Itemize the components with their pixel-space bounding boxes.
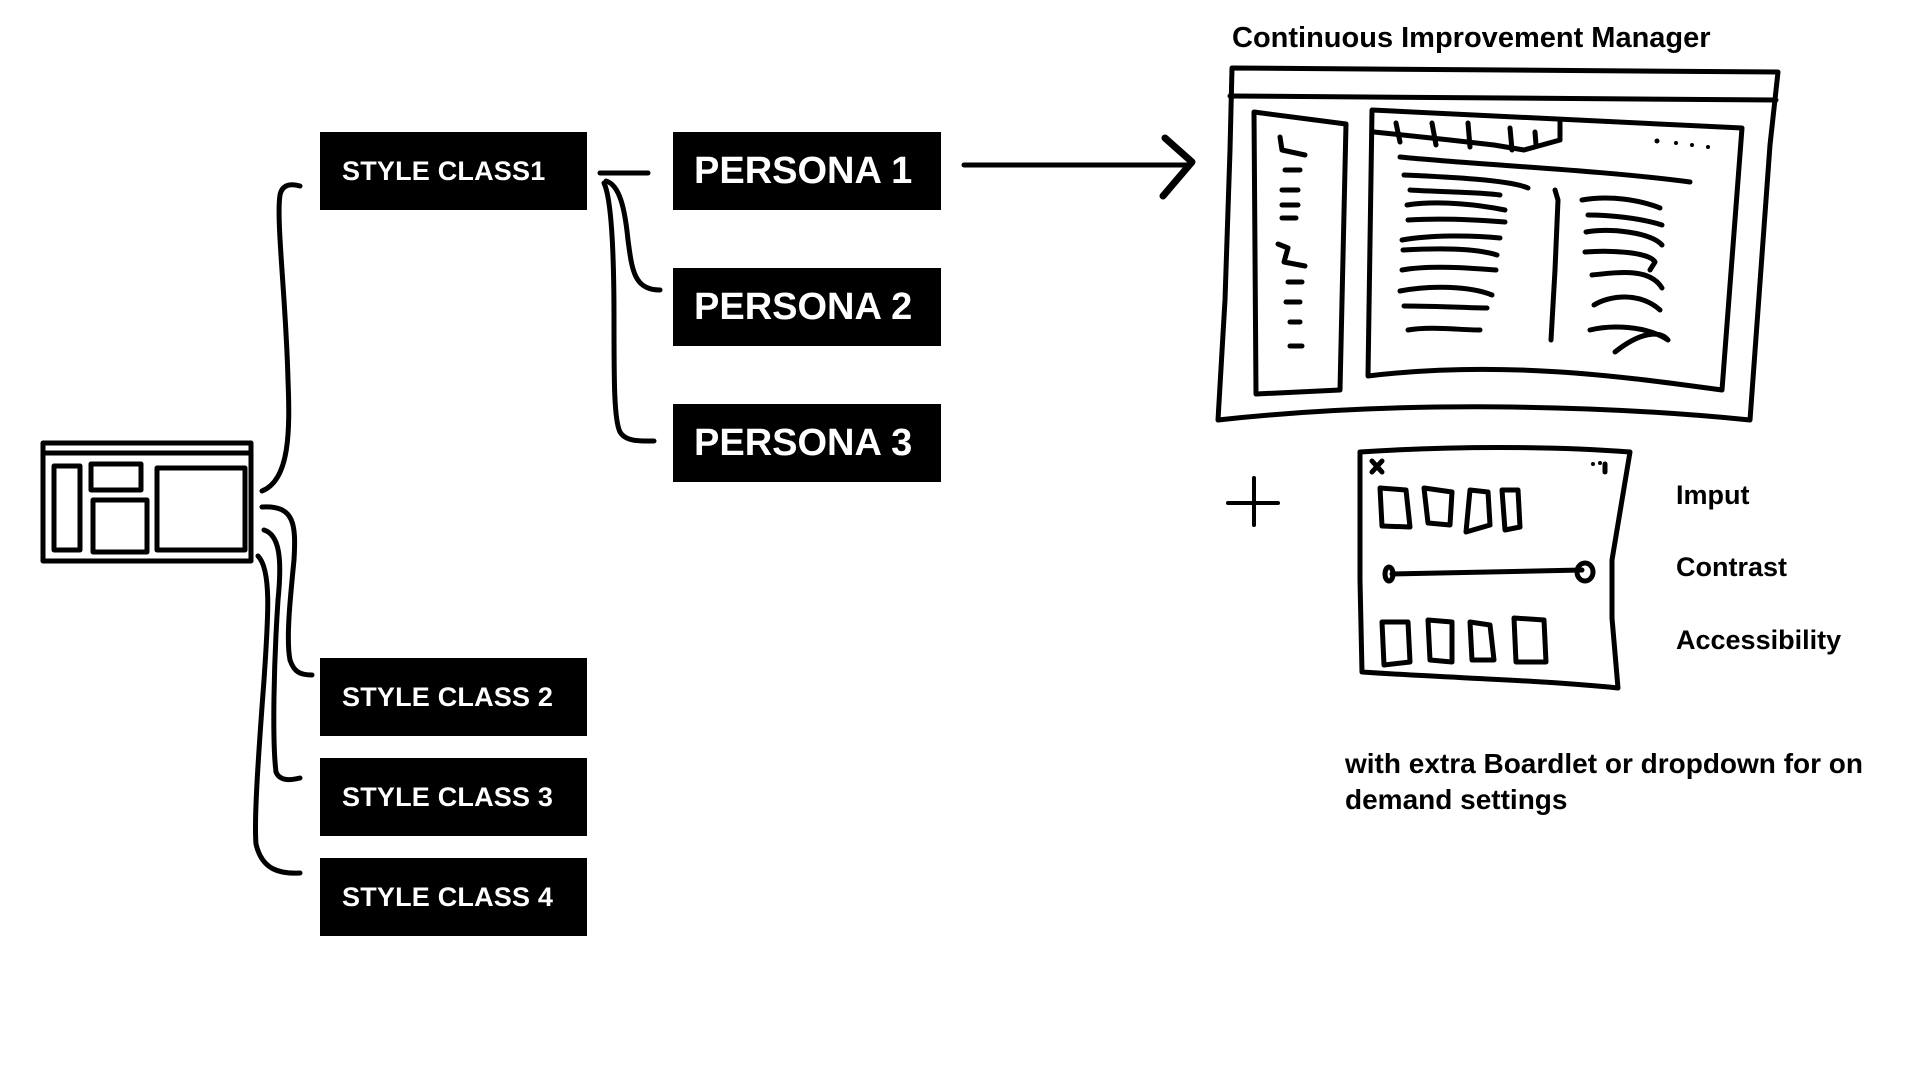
settings-panel-sketch xyxy=(1357,445,1633,691)
content-panel-sketch xyxy=(1365,107,1745,393)
app-window-sketch xyxy=(1215,65,1781,423)
style-class-1-label: STYLE CLASS1 xyxy=(342,155,546,186)
connector-persona3 xyxy=(601,180,657,444)
layout-wireframe-icon xyxy=(40,440,254,564)
option-input-label: Imput xyxy=(1676,480,1750,510)
settings-note: with extra Boardlet or dropdown for on d… xyxy=(1345,748,1863,815)
style-class-3-label: STYLE CLASS 3 xyxy=(342,781,554,812)
style-class-3-box[interactable]: STYLE CLASS 3 xyxy=(320,758,587,836)
close-icon xyxy=(1369,458,1385,475)
persona-1-box[interactable]: PERSONA 1 xyxy=(673,132,941,210)
connector-persona2 xyxy=(603,178,663,293)
contrast-slider-sketch xyxy=(1389,567,1585,577)
plus-icon xyxy=(1226,476,1280,527)
option-accessibility-label: Accessibility xyxy=(1676,625,1842,655)
style-class-1-box[interactable]: STYLE CLASS1 xyxy=(320,132,587,210)
app-sketch-title: Continuous Improvement Manager xyxy=(1232,22,1711,54)
persona-3-label: PERSONA 3 xyxy=(694,421,913,464)
style-class-4-box[interactable]: STYLE CLASS 4 xyxy=(320,858,587,936)
connector-style-class4 xyxy=(252,553,303,876)
connector-style-class2 xyxy=(259,504,315,678)
arrow-right-icon xyxy=(961,134,1196,200)
persona-1-label: PERSONA 1 xyxy=(694,149,913,192)
persona-2-label: PERSONA 2 xyxy=(694,285,913,328)
sidebar-sketch xyxy=(1251,109,1349,397)
style-class-2-box[interactable]: STYLE CLASS 2 xyxy=(320,658,587,736)
style-class-2-label: STYLE CLASS 2 xyxy=(342,681,554,712)
connector-style-class3 xyxy=(261,527,303,783)
connector-style-class1 xyxy=(259,182,303,494)
persona-3-box[interactable]: PERSONA 3 xyxy=(673,404,941,482)
persona-2-box[interactable]: PERSONA 2 xyxy=(673,268,941,346)
option-contrast-label: Contrast xyxy=(1676,552,1788,582)
style-class-4-label: STYLE CLASS 4 xyxy=(342,881,554,912)
